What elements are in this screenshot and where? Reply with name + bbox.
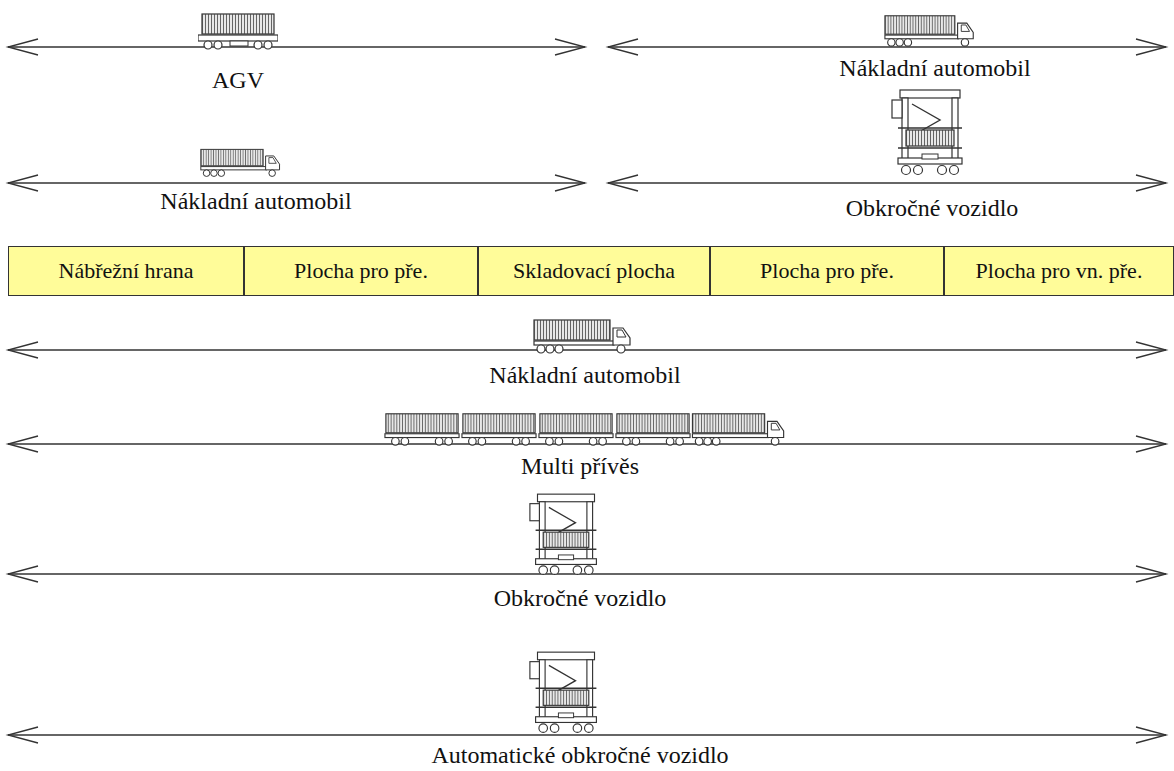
vehicle-label: Multi přívěs [518,452,642,480]
area-band: Skladovací plocha [478,246,710,296]
area-band: Plocha pro pře. [710,246,944,296]
area-band: Plocha pro pře. [244,246,478,296]
area-label: Nábřežní hrana [59,258,194,284]
area-label: Skladovací plocha [513,258,675,284]
area-label: Plocha pro pře. [294,258,428,284]
vehicle-label: Nákladní automobil [836,54,1033,82]
vehicle-label: Nákladní automobil [157,187,354,215]
vehicle-label: Obkročné vozidlo [843,194,1022,222]
vehicle-label: Automatické obkročné vozidlo [428,741,731,769]
area-label: Plocha pro pře. [760,258,894,284]
area-band: Nábřežní hrana [8,246,244,296]
vehicle-label: Nákladní automobil [486,361,683,389]
area-band: Plocha pro vn. pře. [944,246,1174,296]
range-arrows [8,39,1166,743]
vehicle-label: AGV [209,66,267,94]
vehicle-label: Obkročné vozidlo [491,584,670,612]
area-label: Plocha pro vn. pře. [976,258,1143,284]
vehicle-icons [198,14,973,732]
